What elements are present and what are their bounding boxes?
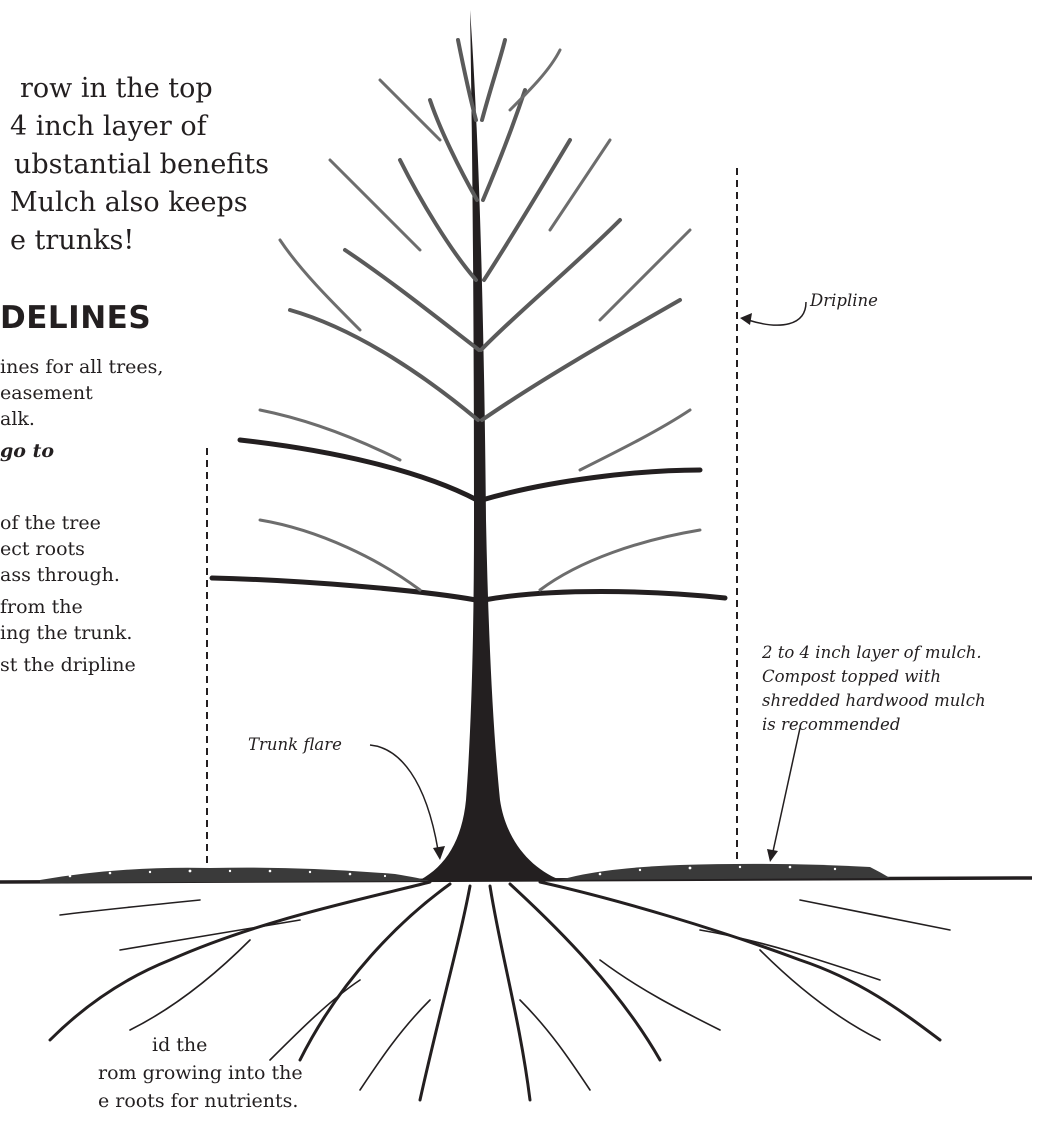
tree-branches <box>212 40 725 600</box>
trunk-flare-arrow <box>370 745 438 850</box>
root-system <box>50 882 950 1100</box>
trunk-flare-arrowhead <box>433 846 445 860</box>
dripline-arrowhead <box>740 313 752 325</box>
mulch-arrowhead <box>767 849 778 862</box>
mulch-arrow <box>772 728 800 856</box>
dripline-arrow <box>748 302 806 325</box>
